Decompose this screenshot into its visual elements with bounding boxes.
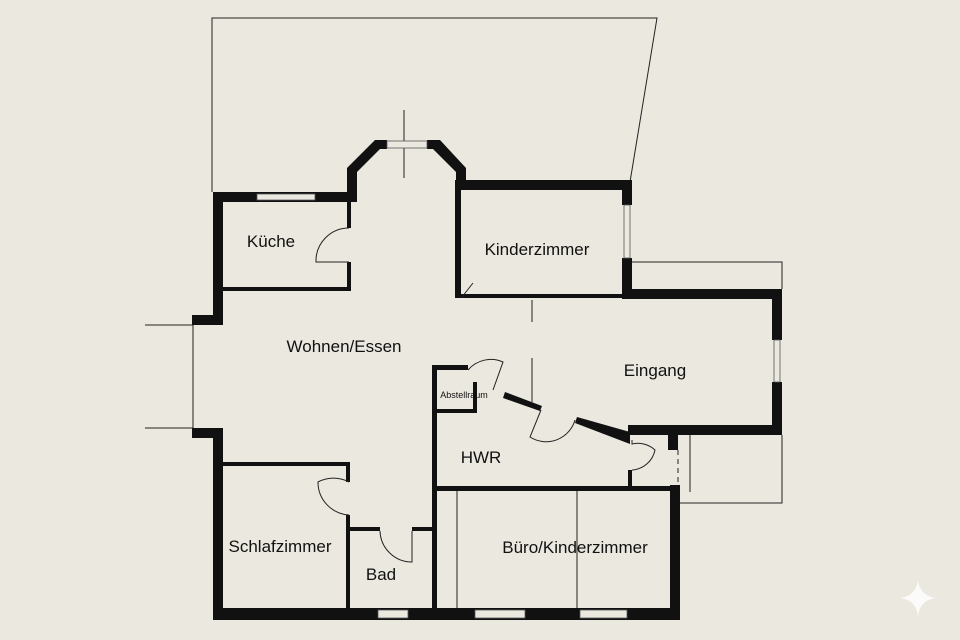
outline-lines xyxy=(145,17,783,608)
room-label-kueche: Küche xyxy=(246,232,296,251)
windows xyxy=(256,140,781,619)
room-label-bad: Bad xyxy=(365,565,397,584)
door-swings xyxy=(315,227,656,563)
room-label-kinderzimmer: Kinderzimmer xyxy=(484,240,590,259)
sparkle-icon xyxy=(900,580,936,616)
room-label-schlafzimmer: Schlafzimmer xyxy=(228,537,332,556)
room-label-abstellraum: Abstellraum xyxy=(440,390,488,400)
room-label-eingang: Eingang xyxy=(623,361,687,380)
room-label-buero-kinderzimmer: Büro/Kinderzimmer xyxy=(502,538,648,557)
room-label-hwr: HWR xyxy=(460,448,502,467)
room-label-wohnen-essen: Wohnen/Essen xyxy=(286,337,402,356)
